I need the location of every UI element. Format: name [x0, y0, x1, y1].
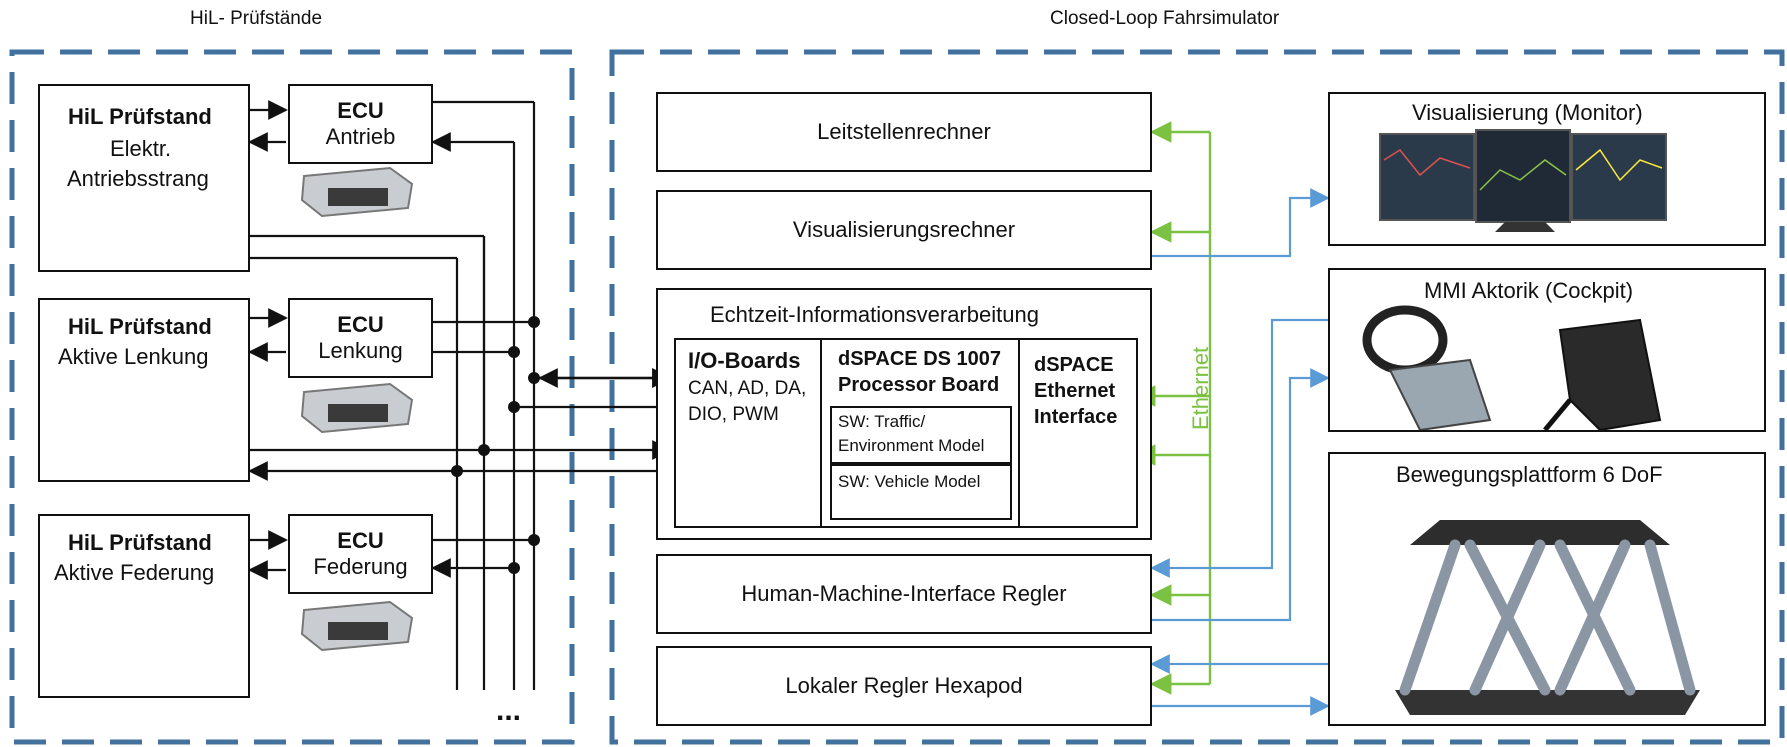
simulator-frame [609, 49, 1785, 745]
visualisierungsrechner-box: Visualisierungsrechner [656, 190, 1152, 270]
hexapod-illustration [1395, 520, 1700, 715]
mmi-cockpit-title: MMI Aktorik (Cockpit) [1424, 278, 1634, 303]
hil-title-lenkung: HiL Prüfstand [68, 314, 212, 339]
visualisierung-monitor-box: Visualisierung (Monitor) [1328, 92, 1766, 246]
sw-vehicle-box: SW: Vehicle Model [830, 464, 1012, 520]
ethernet-interface-box: dSPACE Ethernet Interface [1018, 338, 1138, 528]
ecu-name-antrieb: Antrieb [325, 124, 396, 149]
ecu-title-antrieb: ECU [337, 98, 384, 123]
hil-box-lenkung: HiL Prüfstand Aktive Lenkung [38, 298, 250, 482]
io-boards-line1: CAN, AD, DA, [688, 378, 807, 399]
ecu-name-federung: Federung [313, 554, 408, 579]
echtzeit-box: Echtzeit-Informationsverarbeitung I/O-Bo… [656, 288, 1152, 540]
hil-box-antrieb: HiL Prüfstand Elektr. Antriebsstrang [38, 84, 250, 272]
monitor-illustration [1379, 129, 1667, 232]
hil-line1-federung: Aktive Federung [54, 560, 215, 585]
ecu-device-icon [300, 600, 414, 652]
eth-interface-l2: Ethernet [1034, 380, 1116, 402]
bewegung-title: Bewegungsplattform 6 DoF [1396, 462, 1663, 487]
ecu-box-federung: ECU Federung [288, 514, 433, 594]
hil-line2-antrieb: Antriebsstrang [67, 166, 209, 191]
sw-traffic-l2: Environment Model [838, 436, 985, 455]
hil-title-federung: HiL Prüfstand [68, 530, 212, 555]
ecu-name-lenkung: Lenkung [318, 338, 403, 363]
cockpit-illustration [1362, 305, 1662, 432]
echtzeit-title: Echtzeit-Informationsverarbeitung [710, 302, 1039, 327]
io-boards-title: I/O-Boards [688, 348, 801, 373]
processor-title2: Processor Board [838, 374, 1000, 396]
processor-title1: dSPACE DS 1007 [838, 348, 1002, 370]
simulator-section-title: Closed-Loop Fahrsimulator [1050, 8, 1280, 29]
bewegungsplattform-box: Bewegungsplattform 6 DoF [1328, 452, 1766, 726]
leitstellenrechner-box: Leitstellenrechner [656, 92, 1152, 172]
hmi-regler-box: Human-Machine-Interface Regler [656, 554, 1152, 634]
ecu-box-lenkung: ECU Lenkung [288, 298, 433, 378]
vis-monitor-title: Visualisierung (Monitor) [1412, 100, 1643, 125]
mmi-cockpit-box: MMI Aktorik (Cockpit) [1328, 268, 1766, 432]
hil-title-antrieb: HiL Prüfstand [68, 104, 212, 129]
io-boards-line2: DIO, PWM [688, 404, 779, 425]
io-boards-box: I/O-Boards CAN, AD, DA, DIO, PWM [674, 338, 822, 528]
ecu-box-antrieb: ECU Antrieb [288, 84, 433, 164]
ecu-device-icon [300, 382, 414, 434]
sw-traffic-box: SW: Traffic/ Environment Model [830, 406, 1012, 464]
hil-box-federung: HiL Prüfstand Aktive Federung [38, 514, 250, 698]
hil-line1-lenkung: Aktive Lenkung [58, 344, 209, 369]
ethernet-label: Ethernet [1188, 346, 1213, 430]
processor-board-box: dSPACE DS 1007 Processor Board SW: Traff… [820, 338, 1020, 528]
eth-interface-l1: dSPACE [1034, 354, 1114, 376]
hil-section-title: HiL- Prüfstände [190, 8, 323, 29]
ecu-title-lenkung: ECU [337, 312, 384, 337]
hexapod-regler-box: Lokaler Regler Hexapod [656, 646, 1152, 726]
hil-line1-antrieb: Elektr. [110, 136, 172, 161]
sw-vehicle-label: SW: Vehicle Model [838, 472, 981, 491]
ellipsis: ... [496, 694, 522, 727]
eth-interface-l3: Interface [1034, 406, 1118, 428]
ecu-title-federung: ECU [337, 528, 384, 553]
sw-traffic-l1: SW: Traffic/ [838, 412, 926, 431]
ecu-device-icon [300, 166, 414, 218]
